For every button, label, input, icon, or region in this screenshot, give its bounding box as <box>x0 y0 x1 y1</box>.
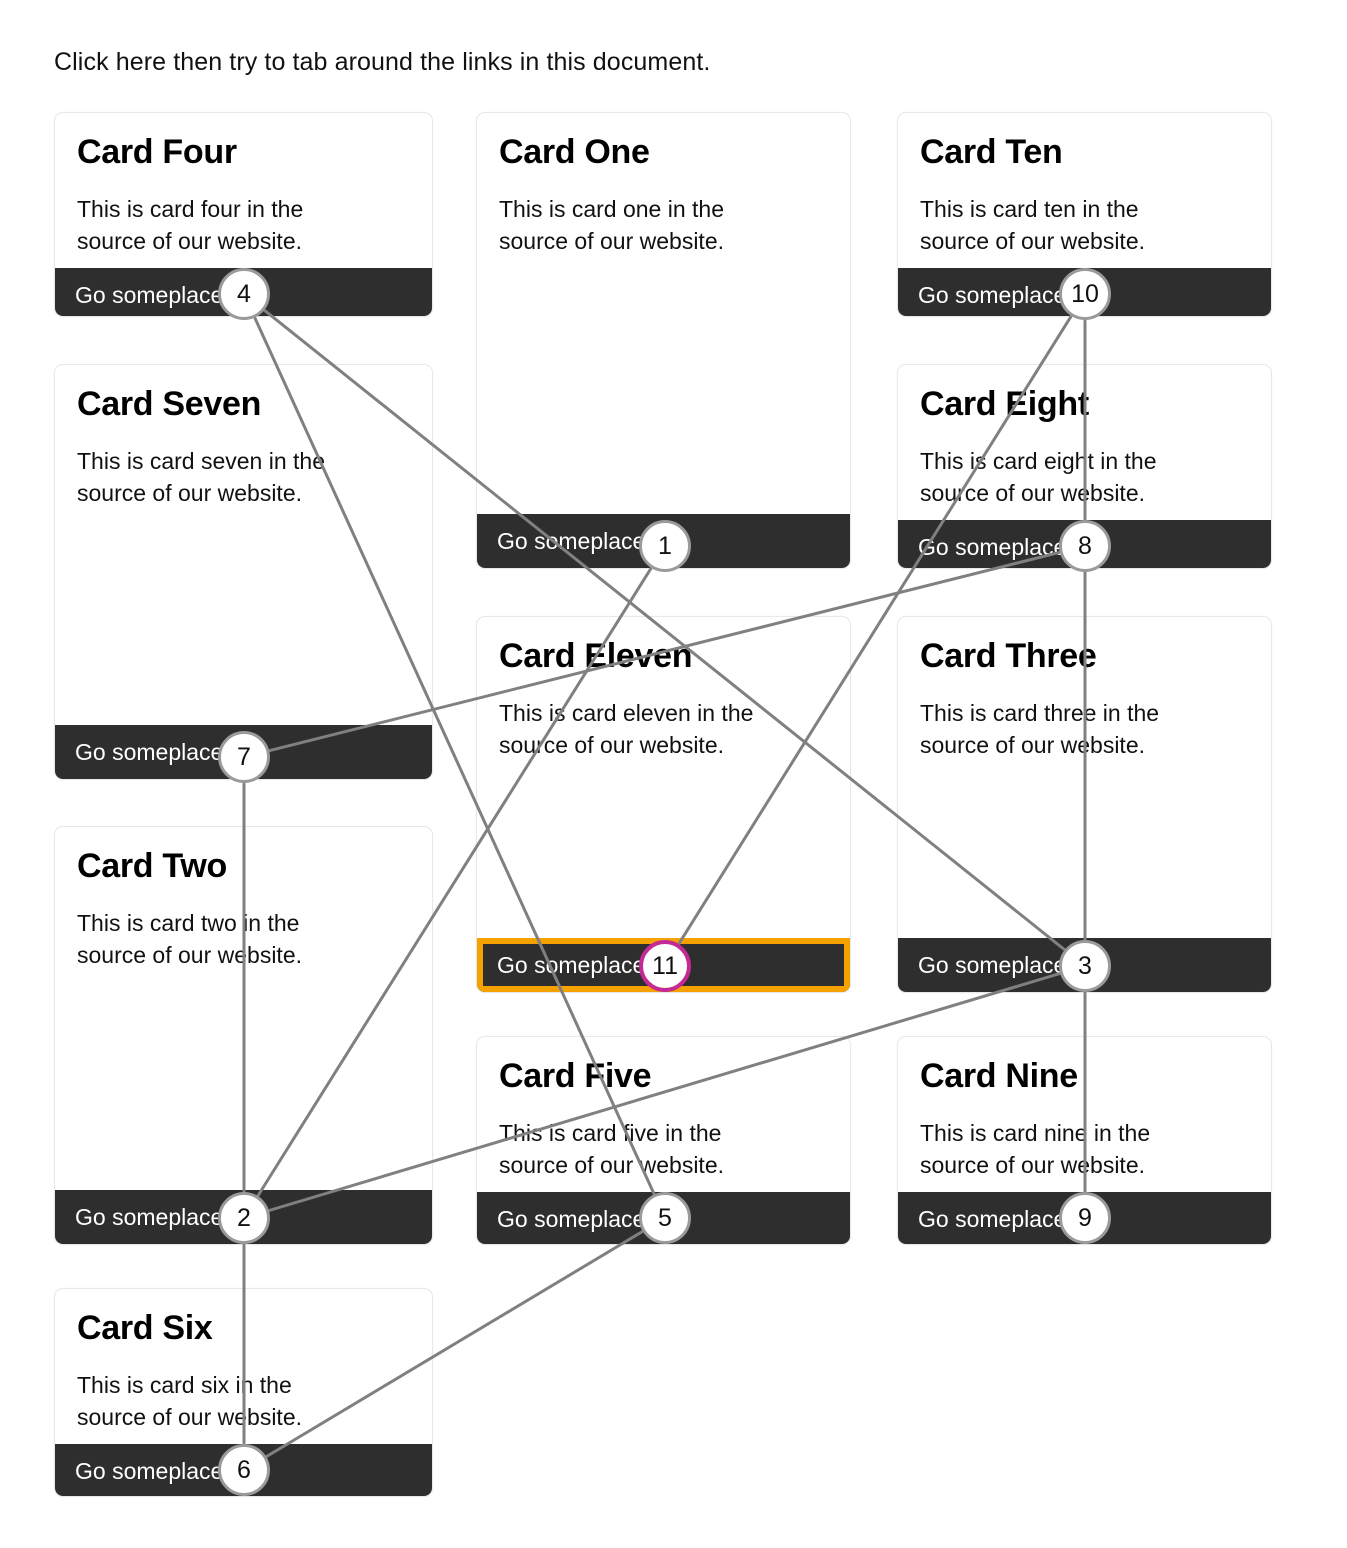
intro-text: Click here then try to tab around the li… <box>54 48 711 76</box>
card-description: This is card six in the source of our we… <box>77 1371 303 1431</box>
go-someplace-link[interactable]: Go someplace <box>497 1206 646 1232</box>
tab-badge-9: 9 <box>1059 1192 1111 1244</box>
tab-badge-8: 8 <box>1059 520 1111 572</box>
go-someplace-link[interactable]: Go someplace <box>497 528 646 554</box>
go-someplace-link[interactable]: Go someplace <box>497 952 646 978</box>
go-someplace-link[interactable]: Go someplace <box>918 952 1067 978</box>
go-someplace-link[interactable]: Go someplace <box>75 1204 224 1230</box>
card-title: Card Two <box>77 847 227 885</box>
card-description: This is card nine in the source of our w… <box>920 1119 1151 1179</box>
go-someplace-link[interactable]: Go someplace <box>75 1458 224 1484</box>
card-description: This is card ten in the source of our we… <box>920 195 1146 255</box>
go-someplace-link[interactable]: Go someplace <box>918 282 1067 308</box>
go-someplace-link[interactable]: Go someplace <box>918 534 1067 560</box>
card-description: This is card five in the source of our w… <box>499 1119 725 1179</box>
tab-badge-1: 1 <box>639 520 691 572</box>
card-description: This is card two in the source of our we… <box>77 909 303 969</box>
go-someplace-link[interactable]: Go someplace <box>75 282 224 308</box>
tab-badge-5: 5 <box>639 1192 691 1244</box>
card-description: This is card eleven in the source of our… <box>499 699 754 759</box>
card-title: Card Ten <box>920 133 1063 171</box>
card-title: Card Eight <box>920 385 1089 423</box>
card-description: This is card four in the source of our w… <box>77 195 304 255</box>
card-description: This is card three in the source of our … <box>920 699 1160 759</box>
go-someplace-link[interactable]: Go someplace <box>75 739 224 765</box>
tab-badge-6: 6 <box>218 1444 270 1496</box>
card-title: Card Four <box>77 133 237 171</box>
card-title: Card Eleven <box>499 637 693 675</box>
tab-badge-4: 4 <box>218 268 270 320</box>
go-someplace-link[interactable]: Go someplace <box>918 1206 1067 1232</box>
card-description: This is card seven in the source of our … <box>77 447 326 507</box>
tab-badge-3: 3 <box>1059 940 1111 992</box>
card-description: This is card eight in the source of our … <box>920 447 1157 507</box>
card-title: Card Three <box>920 637 1097 675</box>
card-title: Card Six <box>77 1309 213 1347</box>
tab-badge-2: 2 <box>218 1192 270 1244</box>
tab-badge-7: 7 <box>218 731 270 783</box>
card-description: This is card one in the source of our we… <box>499 195 725 255</box>
tab-badge-10: 10 <box>1059 268 1111 320</box>
tab-badge-11: 11 <box>639 940 691 992</box>
card-title: Card One <box>499 133 650 171</box>
card-title: Card Seven <box>77 385 262 423</box>
card-title: Card Five <box>499 1057 652 1095</box>
card-title: Card Nine <box>920 1057 1078 1095</box>
